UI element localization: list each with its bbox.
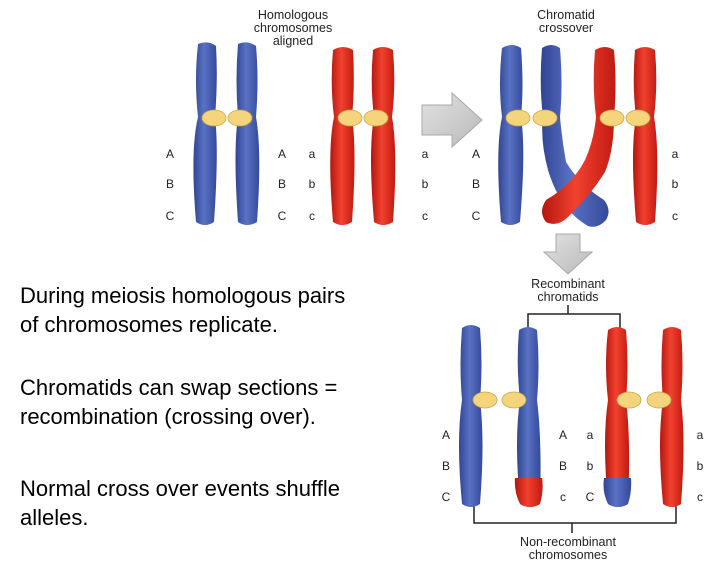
allele-label: B (472, 177, 480, 191)
allele-label: C (166, 209, 175, 223)
caption-aligned-line1: Homologous (258, 8, 328, 22)
allele-label: c (672, 209, 678, 223)
allele-label: C (586, 490, 595, 504)
allele-label: A (278, 147, 286, 161)
paragraph-line: recombination (crossing over). (20, 404, 316, 429)
paragraph-line: Normal cross over events shuffle (20, 476, 340, 501)
centromere (599, 109, 625, 127)
red-chromosome-result (603, 327, 684, 507)
centromere (501, 391, 527, 409)
allele-label: b (422, 177, 429, 191)
panel-aligned: A B C A B C a b c a b c (166, 42, 429, 226)
paragraph-line: of chromosomes replicate. (20, 312, 278, 337)
blue-segment (603, 478, 632, 507)
allele-label: b (587, 459, 594, 473)
centromere (625, 109, 651, 127)
caption-recombinant: Recombinant chromatids (531, 277, 605, 304)
centromere (505, 109, 531, 127)
allele-label: a (309, 147, 316, 161)
caption-recombinant-line1: Recombinant (531, 277, 605, 291)
blue-chromosome-result (459, 325, 543, 507)
paragraph-shuffle: Normal cross over events shuffle alleles… (20, 474, 340, 532)
centromere (616, 391, 642, 409)
panel-result: A B C A B c a b C a b c (442, 305, 704, 533)
red-chromosome (330, 47, 396, 225)
centromere (227, 109, 253, 127)
allele-label: A (166, 147, 174, 161)
red-chromosome-crossover (542, 47, 658, 225)
caption-nonrecombinant: Non-recombinant chromosomes (520, 535, 616, 562)
allele-label: A (472, 147, 480, 161)
paragraph-recombination: Chromatids can swap sections = recombina… (20, 373, 337, 431)
allele-label: b (672, 177, 679, 191)
allele-label: A (442, 428, 450, 442)
allele-label: C (442, 490, 451, 504)
centromere (201, 109, 227, 127)
allele-labels-result: A B C A B c a b C a b c (442, 428, 704, 504)
allele-label: a (422, 147, 429, 161)
allele-label: a (697, 428, 704, 442)
allele-label: b (309, 177, 316, 191)
allele-label: C (472, 209, 481, 223)
paragraph-line: During meiosis homologous pairs (20, 283, 346, 308)
arrow-down-icon (542, 233, 594, 275)
paragraph-line: Chromatids can swap sections = (20, 375, 338, 400)
caption-aligned: Homologous chromosomes aligned (254, 8, 333, 48)
allele-label: A (559, 428, 567, 442)
allele-label: c (560, 490, 566, 504)
allele-label: c (422, 209, 428, 223)
allele-label: C (278, 209, 287, 223)
arrow-right-icon (421, 91, 483, 149)
caption-nonrecombinant-line2: chromosomes (529, 548, 608, 562)
centromere (646, 391, 672, 409)
allele-label: c (697, 490, 703, 504)
blue-chromosome-crossover (498, 45, 609, 227)
caption-aligned-line2: chromosomes (254, 21, 333, 35)
allele-label: a (587, 428, 594, 442)
caption-recombinant-line2: chromatids (537, 290, 598, 304)
caption-nonrecombinant-line1: Non-recombinant (520, 535, 616, 549)
allele-label: a (672, 147, 679, 161)
paragraph-line: alleles. (20, 505, 89, 530)
allele-label: b (697, 459, 704, 473)
blue-chromosome (193, 42, 260, 226)
caption-crossover-line1: Chromatid (537, 8, 595, 22)
allele-labels-crossover: A B C a b c (472, 147, 679, 223)
centromere (532, 109, 558, 127)
nonrecombinant-bracket (473, 506, 677, 533)
allele-label: B (442, 459, 450, 473)
paragraph-meiosis: During meiosis homologous pairs of chrom… (20, 281, 345, 339)
allele-label: B (278, 177, 286, 191)
centromere (337, 109, 363, 127)
allele-label: B (166, 177, 174, 191)
caption-crossover-line2: crossover (539, 21, 593, 35)
recombinant-bracket (527, 305, 621, 333)
caption-aligned-line3: aligned (273, 34, 313, 48)
red-segment (514, 478, 543, 507)
allele-label: B (559, 459, 567, 473)
caption-crossover: Chromatid crossover (537, 8, 595, 35)
centromere (472, 391, 498, 409)
allele-label: c (309, 209, 315, 223)
panel-crossover: A B C a b c (472, 45, 679, 227)
allele-labels: A B C A B C a b c a b c (166, 147, 429, 223)
centromere (363, 109, 389, 127)
